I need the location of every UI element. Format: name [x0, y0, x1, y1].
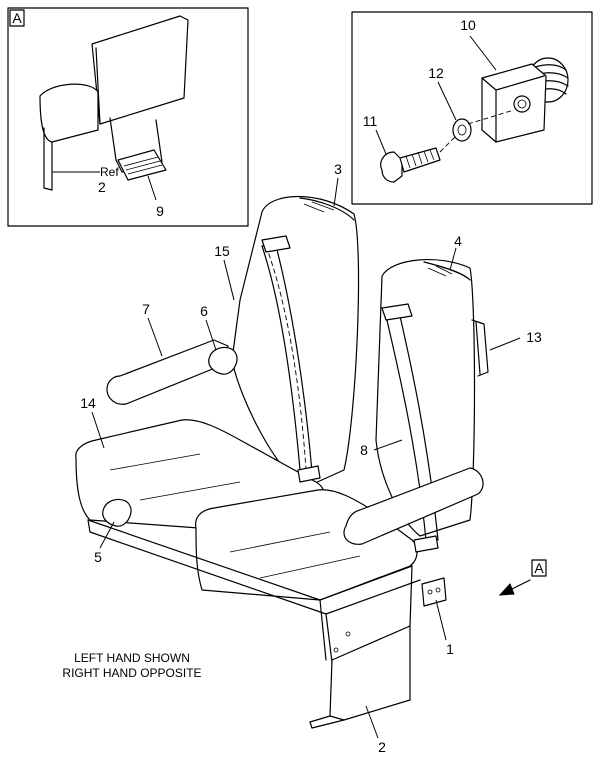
callout-1: 1: [446, 641, 454, 657]
callout-2: 2: [378, 739, 386, 755]
callout-4: 4: [454, 233, 462, 249]
callout-8: 8: [360, 442, 368, 458]
callout-6-leader: [205, 319, 217, 351]
pedestal-foot: [309, 715, 345, 729]
left-belt-guide: [261, 235, 291, 253]
callout-14: 14: [80, 395, 96, 411]
orientation-note: LEFT HAND SHOWN RIGHT HAND OPPOSITE: [62, 651, 201, 680]
callout-3-leader: [333, 177, 339, 207]
callout-2-leader: [365, 705, 379, 739]
callout-4-leader: [449, 247, 457, 271]
callout-10-leader: [469, 35, 497, 71]
callout-13: 13: [526, 329, 542, 345]
callout-7: 7: [142, 301, 150, 317]
callout-5: 5: [94, 549, 102, 565]
detail-a-pedestal: [43, 127, 53, 191]
hardware-assembly-axis: [439, 109, 515, 153]
grab-handle: [471, 319, 489, 377]
callout-8-leader: [373, 439, 403, 451]
callout-9-leader: [147, 175, 157, 201]
seat-assembly: [75, 196, 489, 729]
channel-nut-hole: [513, 95, 531, 113]
detail-a-back-edge: [95, 47, 101, 125]
view-a-label-box: [531, 559, 547, 577]
callout-14-leader: [91, 411, 105, 449]
detail-a-seat-back: [91, 15, 189, 125]
mounting-bracket: [421, 577, 447, 607]
detail-a-pedestal-base: [43, 187, 53, 191]
hardware-detail-inset: 10 12 11: [351, 11, 593, 205]
right-belt-guide: [381, 303, 413, 321]
callout-15: 15: [214, 243, 230, 259]
detail-a-inset: A Ref 2 9: [7, 7, 249, 227]
detail-a-footrest-bracket: [109, 117, 163, 173]
main-callouts: 3 4 15 7 6 13 14 8 5 1 2: [80, 161, 542, 755]
view-a-indicator: A: [498, 559, 547, 596]
left-seat-back: [231, 196, 360, 489]
callout-11: 11: [363, 113, 378, 129]
left-armrest: [106, 339, 229, 405]
hardware-detail-frame: [351, 11, 593, 205]
channel-nut-edges: [481, 75, 545, 143]
right-seat-belt: [385, 315, 439, 541]
left-belt-buckle: [297, 465, 321, 483]
view-a-label: A: [534, 560, 544, 576]
detail-a-footrest-tread: [123, 156, 163, 175]
callout-1-leader: [435, 599, 447, 641]
callout-7-leader: [147, 317, 163, 357]
callout-10: 10: [460, 17, 476, 33]
note-line-1: LEFT HAND SHOWN: [74, 651, 190, 665]
detail-a-ref-number: 2: [98, 179, 106, 195]
callout-11-leader: [375, 129, 387, 155]
callout-9: 9: [156, 203, 164, 219]
callout-13-leader: [489, 337, 521, 351]
callout-15-leader: [223, 259, 235, 301]
seat-pedestal: [329, 625, 411, 721]
callout-12: 12: [428, 65, 444, 81]
detail-a-label-box: [9, 9, 25, 27]
view-arrow-head-icon: [498, 583, 515, 596]
seat-back-recline-knob: [208, 346, 238, 375]
cushion-adjust-knob: [102, 498, 132, 527]
cushion-seams: [109, 453, 361, 579]
detail-a-label: A: [12, 10, 22, 26]
detail-a-ref-label: Ref: [100, 165, 119, 179]
callout-6: 6: [200, 303, 208, 319]
callout-3: 3: [334, 161, 342, 177]
right-belt-buckle: [413, 535, 439, 553]
callout-12-leader: [437, 81, 457, 121]
detail-a-frame: [7, 7, 249, 227]
callout-5-leader: [99, 521, 115, 549]
left-seat-back-top: [299, 197, 355, 221]
note-line-2: RIGHT HAND OPPOSITE: [62, 666, 201, 680]
right-armrest: [343, 467, 484, 545]
left-belt-dashed: [265, 245, 307, 471]
detail-a-cushion: [39, 83, 99, 143]
left-back-handle-slot: [303, 201, 335, 213]
right-back-handle-slot: [427, 265, 453, 277]
button-head-bolt: [380, 147, 441, 183]
lock-washer: [452, 118, 472, 142]
detail-a-footrest: [117, 149, 167, 181]
